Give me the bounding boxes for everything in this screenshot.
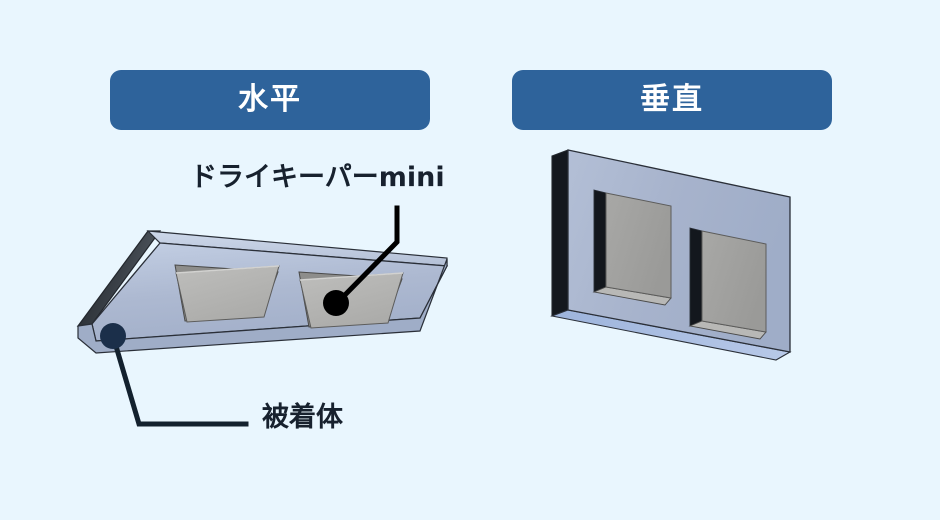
vpanel-recess-right-wall bbox=[689, 227, 703, 327]
callout-label-product: ドライキーパーmini bbox=[190, 162, 445, 193]
recess-surface-left-pad bbox=[175, 265, 280, 323]
recess-highlight-left-pad bbox=[175, 265, 280, 274]
plate-recess-pad-right bbox=[298, 271, 404, 329]
substrate-leader-dot bbox=[100, 323, 126, 349]
badge-horizontal-label: 水平 bbox=[238, 82, 302, 117]
substrate-leader-line bbox=[109, 332, 249, 427]
vpanel-recess-right-surface bbox=[701, 230, 767, 333]
product-leader-line bbox=[336, 205, 400, 304]
badge-vertical[interactable]: 垂直 bbox=[512, 70, 832, 130]
recess-highlight-right-pad bbox=[299, 272, 404, 281]
plate-recess-pad-left bbox=[174, 264, 280, 323]
callout-leader-substrate bbox=[100, 323, 249, 427]
vpanel-left-thickness-face bbox=[551, 149, 569, 317]
horizontal-plate-group bbox=[76, 230, 449, 354]
recess-surface-right-pad bbox=[299, 272, 404, 329]
vpanel-recess-left-wall bbox=[593, 189, 607, 293]
badge-horizontal[interactable]: 水平 bbox=[110, 70, 430, 130]
callout-label-substrate: 被着体 bbox=[262, 402, 343, 433]
plate-front-thickness-face bbox=[77, 258, 448, 354]
product-leader-dot bbox=[323, 290, 349, 316]
vpanel-recess-right bbox=[688, 227, 767, 340]
vpanel-recess-left bbox=[592, 189, 672, 306]
vertical-plate-group bbox=[549, 149, 792, 361]
vpanel-recess-left-surface bbox=[605, 192, 672, 299]
callout-leader-product bbox=[323, 205, 400, 316]
badge-vertical-label: 垂直 bbox=[640, 82, 704, 117]
